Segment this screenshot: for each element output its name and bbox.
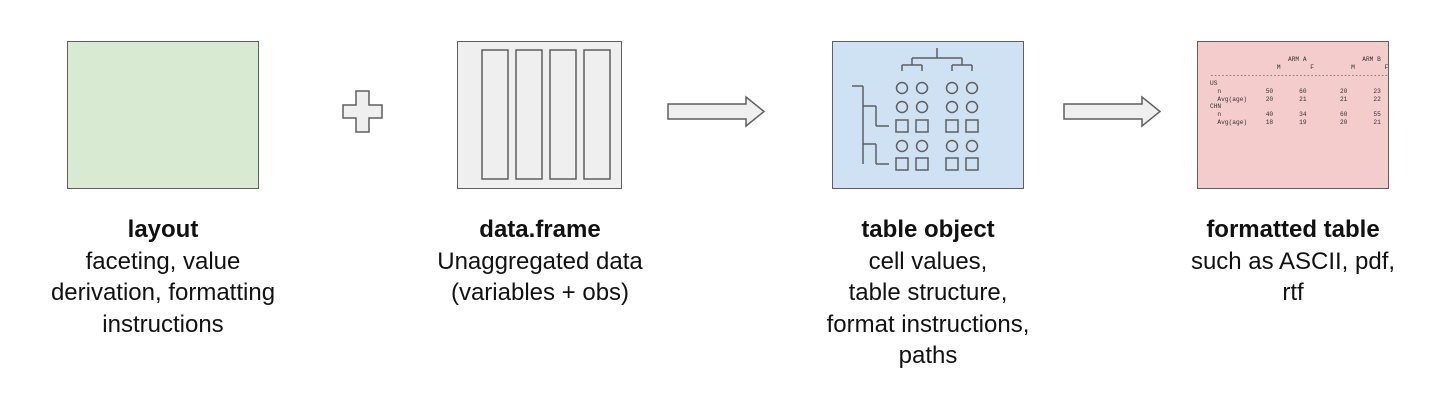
formatted-table-line-2: rtf [1282,279,1304,306]
ascii-line-1: ARM A ARM B [1210,56,1381,63]
layout-box [67,41,259,189]
table-object-line-1: cell values, [868,247,988,275]
formatted-table-title: formatted table [1206,216,1380,243]
ascii-table-preview: ARM A ARM B M F M F --------------------… [1210,56,1388,127]
table-object-caption: table object cell values, table structur… [778,214,1078,372]
ascii-line-9: Avg(age) 18 19 20 21 [1210,119,1381,127]
plus-icon [342,90,383,133]
dataframe-line-1: Unaggregated data [437,247,643,275]
right-arrow-icon [667,95,766,128]
table-object-line-3: format instructions, [826,310,1030,338]
layout-caption: layout faceting, value derivation, forma… [13,214,313,340]
ascii-line-3: ----------------------------------------… [1210,71,1389,79]
table-object-title: table object [861,216,995,243]
dataframe-column-3 [549,49,577,180]
dataframe-line-2: (variables + obs) [450,279,630,306]
dataframe-column-4 [583,49,611,180]
dataframe-columns [481,49,611,180]
formatted-table-line-1: such as ASCII, pdf, [1190,247,1396,275]
dataframe-column-1 [481,49,509,180]
right-arrow-icon [1063,95,1162,128]
ascii-line-4: US [1210,79,1218,87]
ascii-line-5: n 50 60 20 23 [1210,87,1381,95]
formatted-table-box [1197,41,1389,189]
dataframe-column-2 [515,49,543,180]
table-object-line-4: paths [898,342,958,369]
ascii-line-2: M F M F [1210,63,1389,71]
dataframe-caption: data.frame Unaggregated data (variables … [390,214,690,309]
layout-line-1: faceting, value [85,247,241,275]
dataframe-title: data.frame [479,216,601,243]
formatted-table-caption: formatted table such as ASCII, pdf, rtf [1143,214,1443,309]
ascii-line-8: n 40 34 60 55 [1210,111,1381,119]
ascii-line-7: CHN [1210,103,1222,111]
layout-line-3: instructions [102,310,224,338]
layout-line-2: derivation, formatting [50,279,276,306]
table-object-line-2: table structure, [848,279,1008,306]
ascii-line-6: Avg(age) 20 21 21 22 [1210,95,1381,103]
table-object-tree-icon [852,48,979,171]
layout-title: layout [127,216,199,243]
